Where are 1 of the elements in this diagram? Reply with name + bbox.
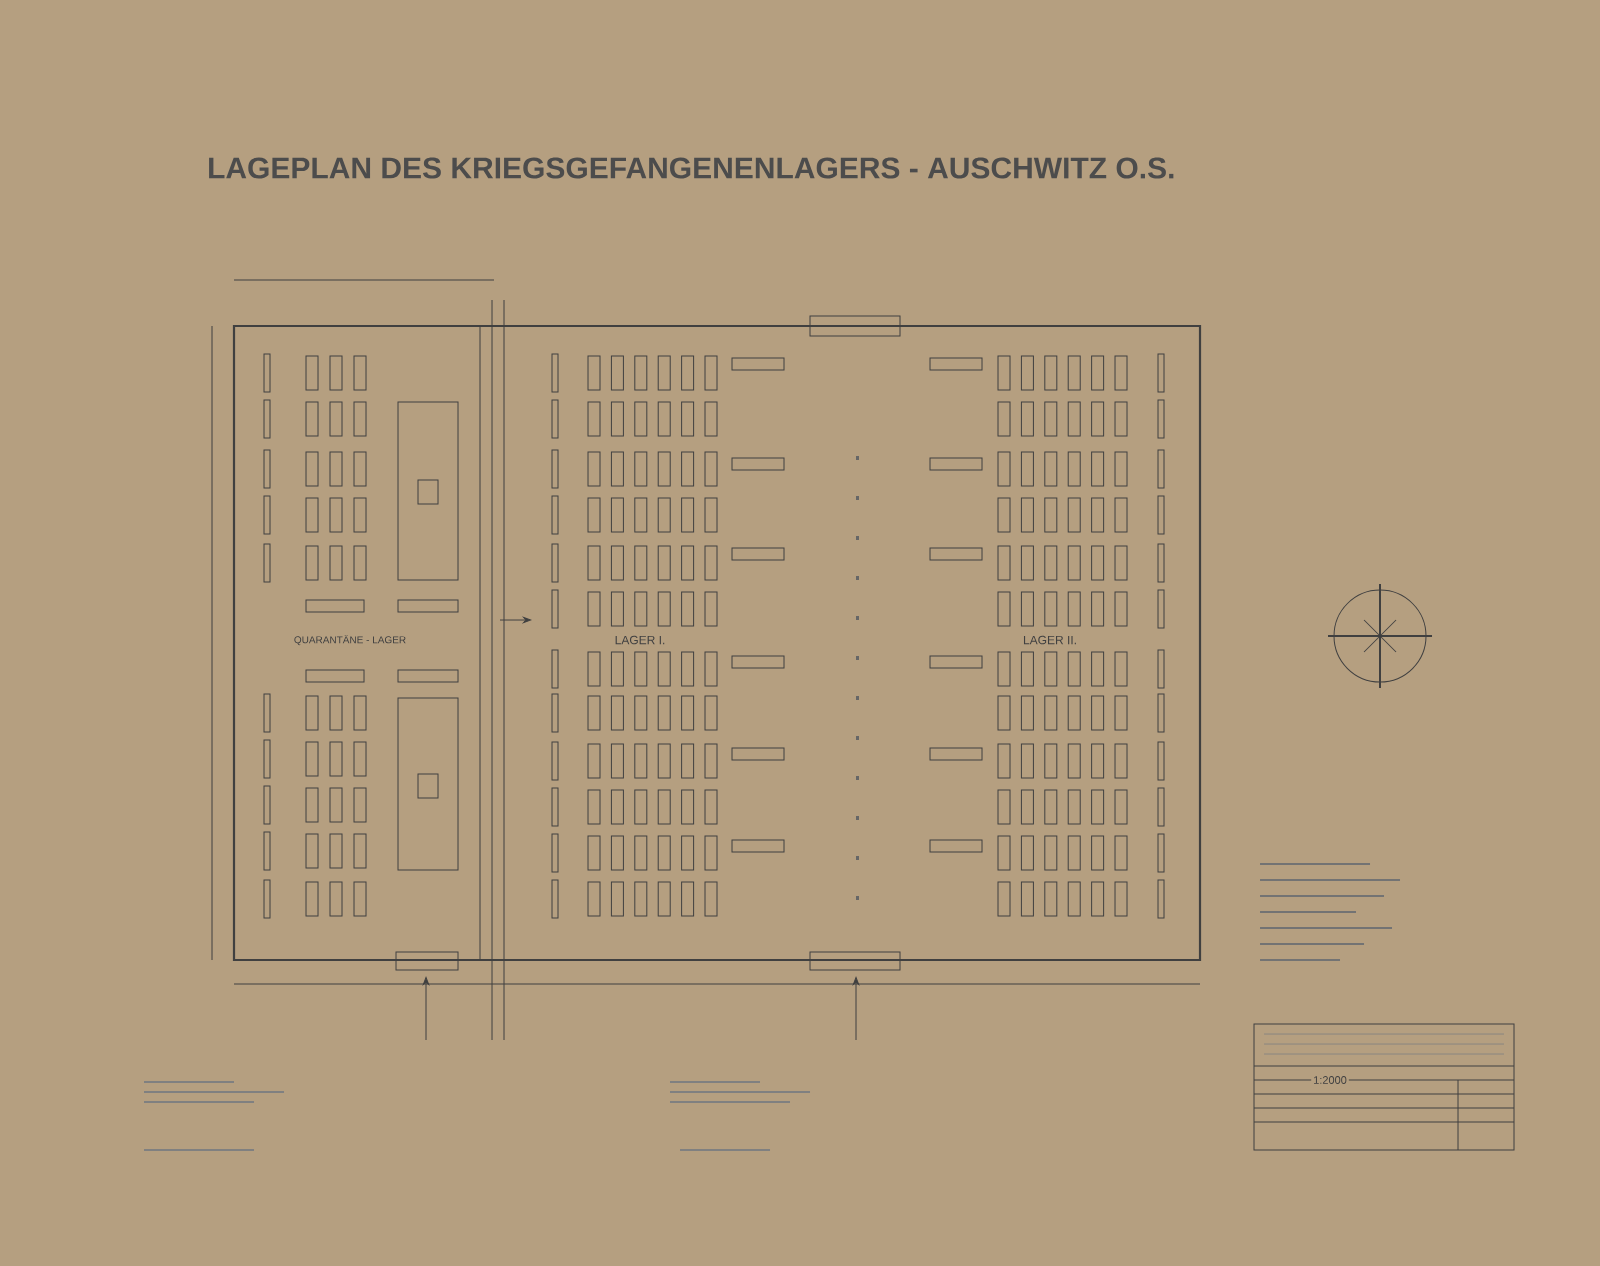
plan-title: LAGEPLAN DES KRIEGSGEFANGENENLAGERS - AUSCHWITZ O.S. — [209, 157, 1174, 179]
